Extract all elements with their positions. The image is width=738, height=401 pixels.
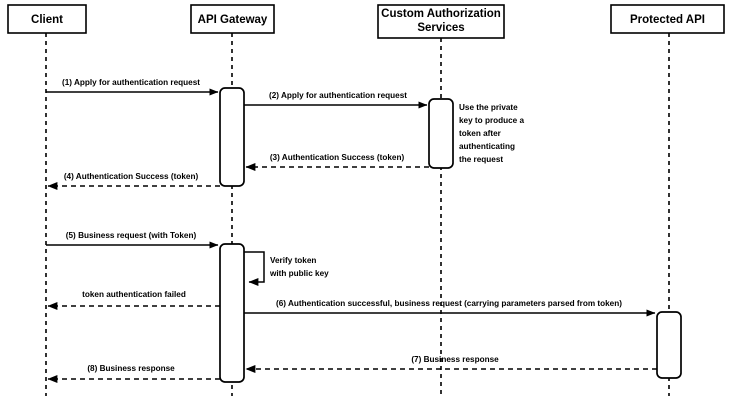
activation-custom-authorization-services xyxy=(428,98,454,169)
activation-api-gateway-business xyxy=(219,243,245,383)
message-7: (7) Business response xyxy=(245,355,657,373)
message-1-label: (1) Apply for authentication request xyxy=(62,78,200,87)
note-private-key-line-2: key to produce a xyxy=(459,116,525,125)
message-5: (5) Business request (with Token) xyxy=(46,231,219,249)
participant-client-label: Client xyxy=(31,14,63,26)
activation-api-gateway-auth xyxy=(219,87,245,187)
message-4: (4) Authentication Success (token) xyxy=(47,172,220,190)
message-6-label: (6) Authentication successful, business … xyxy=(276,299,622,308)
message-6: (6) Authentication successful, business … xyxy=(244,299,656,317)
participant-protected-api-label: Protected API xyxy=(630,14,705,26)
message-3: (3) Authentication Success (token) xyxy=(245,153,429,171)
message-7-label: (7) Business response xyxy=(411,355,499,364)
message-8-label: (8) Business response xyxy=(87,364,175,373)
participant-custom-authorization-services[interactable]: Custom Authorization Services xyxy=(377,4,505,39)
message-3-label: (3) Authentication Success (token) xyxy=(270,153,405,162)
participant-custom-authorization-services-label-line1: Custom Authorization xyxy=(381,8,501,20)
message-5-label: (5) Business request (with Token) xyxy=(66,231,197,240)
participant-custom-authorization-services-label-line2: Services xyxy=(417,22,464,34)
participant-api-gateway-label: API Gateway xyxy=(198,14,268,26)
participant-api-gateway[interactable]: API Gateway xyxy=(190,4,275,34)
participant-client[interactable]: Client xyxy=(7,4,87,34)
message-2: (2) Apply for authentication request xyxy=(244,91,428,109)
message-self-verify-token-label-line2: with public key xyxy=(269,269,329,278)
message-8: (8) Business response xyxy=(47,364,220,383)
note-private-key-line-1: Use the private xyxy=(459,103,518,112)
activation-protected-api xyxy=(656,311,682,379)
message-token-authentication-failed-label: token authentication failed xyxy=(82,290,186,299)
participant-protected-api[interactable]: Protected API xyxy=(610,4,725,34)
note-private-key-line-4: authenticating xyxy=(459,142,515,151)
note-private-key: Use the private key to produce a token a… xyxy=(459,103,525,164)
message-1: (1) Apply for authentication request xyxy=(46,78,219,96)
message-self-verify-token-label-line1: Verify token xyxy=(270,256,316,265)
message-4-label: (4) Authentication Success (token) xyxy=(64,172,199,181)
message-self-verify-token: Verify token with public key xyxy=(244,251,329,286)
message-token-authentication-failed: token authentication failed xyxy=(47,290,220,310)
note-private-key-line-5: the request xyxy=(459,155,503,164)
note-private-key-line-3: token after xyxy=(459,129,502,138)
message-2-label: (2) Apply for authentication request xyxy=(269,91,407,100)
message-self-verify-token-arrow xyxy=(244,251,265,286)
